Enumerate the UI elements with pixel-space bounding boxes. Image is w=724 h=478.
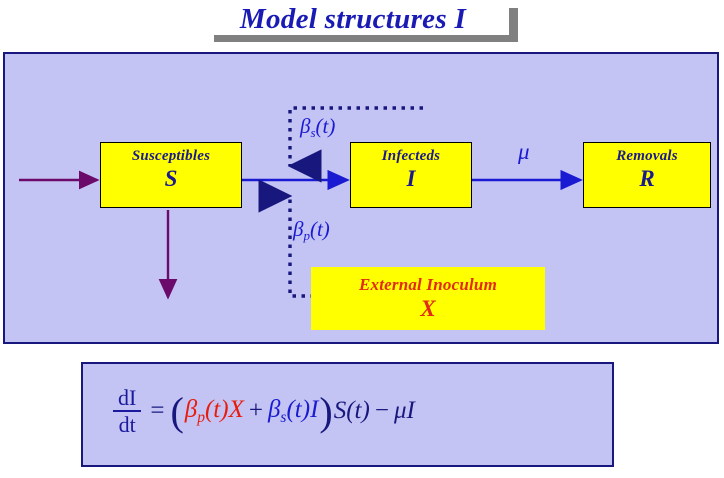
equation-plus-sign: + bbox=[248, 397, 263, 425]
beta-s-glyph: β bbox=[300, 114, 311, 138]
node-susceptibles[interactable]: Susceptibles S bbox=[100, 142, 242, 208]
node-susceptibles-symbol: S bbox=[164, 166, 178, 191]
title-shadow-right bbox=[509, 8, 518, 41]
equation-mu-var: I bbox=[406, 397, 415, 425]
equation-equals-sign: = bbox=[150, 397, 165, 425]
equation-term-beta-s: βs(t)I bbox=[268, 396, 318, 427]
beta-p-arg: (t) bbox=[309, 217, 330, 241]
equation-term-beta-p: βp(t)X bbox=[185, 396, 244, 427]
equation-beta-p-glyph: β bbox=[184, 395, 198, 423]
differential-equation: dI dt = ( βp(t)X + βs(t)I ) S(t) − μI bbox=[113, 386, 415, 437]
beta-p-glyph: β bbox=[293, 217, 304, 241]
node-external-inoculum[interactable]: External Inoculum X bbox=[311, 267, 545, 330]
node-susceptibles-label: Susceptibles bbox=[131, 148, 211, 164]
equation-mu-glyph: μ bbox=[393, 397, 407, 425]
equation-minus-sign: − bbox=[374, 397, 389, 425]
equation-factor-s-arg: (t) bbox=[346, 397, 370, 425]
equation-beta-p-subscript: p bbox=[197, 408, 205, 426]
node-removals[interactable]: Removals R bbox=[583, 142, 711, 208]
equation-lhs-denominator: dt bbox=[118, 412, 136, 438]
equation-open-paren: ( bbox=[170, 389, 184, 435]
diagram-panel: Susceptibles S Infecteds I Removals R Ex… bbox=[3, 52, 719, 344]
equation-beta-s-arg: (t) bbox=[286, 395, 311, 423]
rate-label-beta-p: βp(t) bbox=[293, 217, 330, 244]
equation-beta-p-var: X bbox=[228, 395, 244, 423]
page-title: Model structures I bbox=[239, 3, 467, 35]
equation-lhs-fraction: dI dt bbox=[113, 386, 142, 438]
node-infecteds-symbol: I bbox=[406, 166, 416, 191]
equation-panel: dI dt = ( βp(t)X + βs(t)I ) S(t) − μI bbox=[81, 362, 614, 467]
rate-label-mu: μ bbox=[518, 139, 530, 164]
equation-beta-s-var: I bbox=[310, 395, 319, 423]
equation-beta-s-glyph: β bbox=[267, 395, 281, 423]
equation-lhs-numerator: dI bbox=[113, 386, 142, 413]
node-removals-symbol: R bbox=[639, 166, 655, 191]
equation-beta-p-arg: (t) bbox=[204, 395, 229, 423]
beta-p-subscript: p bbox=[303, 228, 310, 244]
beta-s-subscript: s bbox=[310, 125, 316, 141]
equation-factor-s: S(t) bbox=[334, 397, 370, 425]
equation-close-paren: ) bbox=[319, 389, 333, 435]
equation-beta-s-subscript: s bbox=[280, 408, 287, 426]
node-removals-label: Removals bbox=[616, 148, 678, 164]
rate-label-beta-s: βs(t) bbox=[300, 114, 335, 141]
node-external-inoculum-label: External Inoculum bbox=[358, 275, 498, 294]
equation-factor-s-glyph: S bbox=[333, 397, 347, 425]
title-shadow-bottom bbox=[214, 35, 518, 42]
node-infecteds[interactable]: Infecteds I bbox=[350, 142, 472, 208]
beta-s-arg: (t) bbox=[315, 114, 336, 138]
node-infecteds-label: Infecteds bbox=[381, 148, 441, 164]
equation-term-mu-i: μI bbox=[394, 397, 415, 425]
node-external-inoculum-symbol: X bbox=[420, 296, 436, 321]
page-title-group: Model structures I bbox=[192, 2, 532, 44]
